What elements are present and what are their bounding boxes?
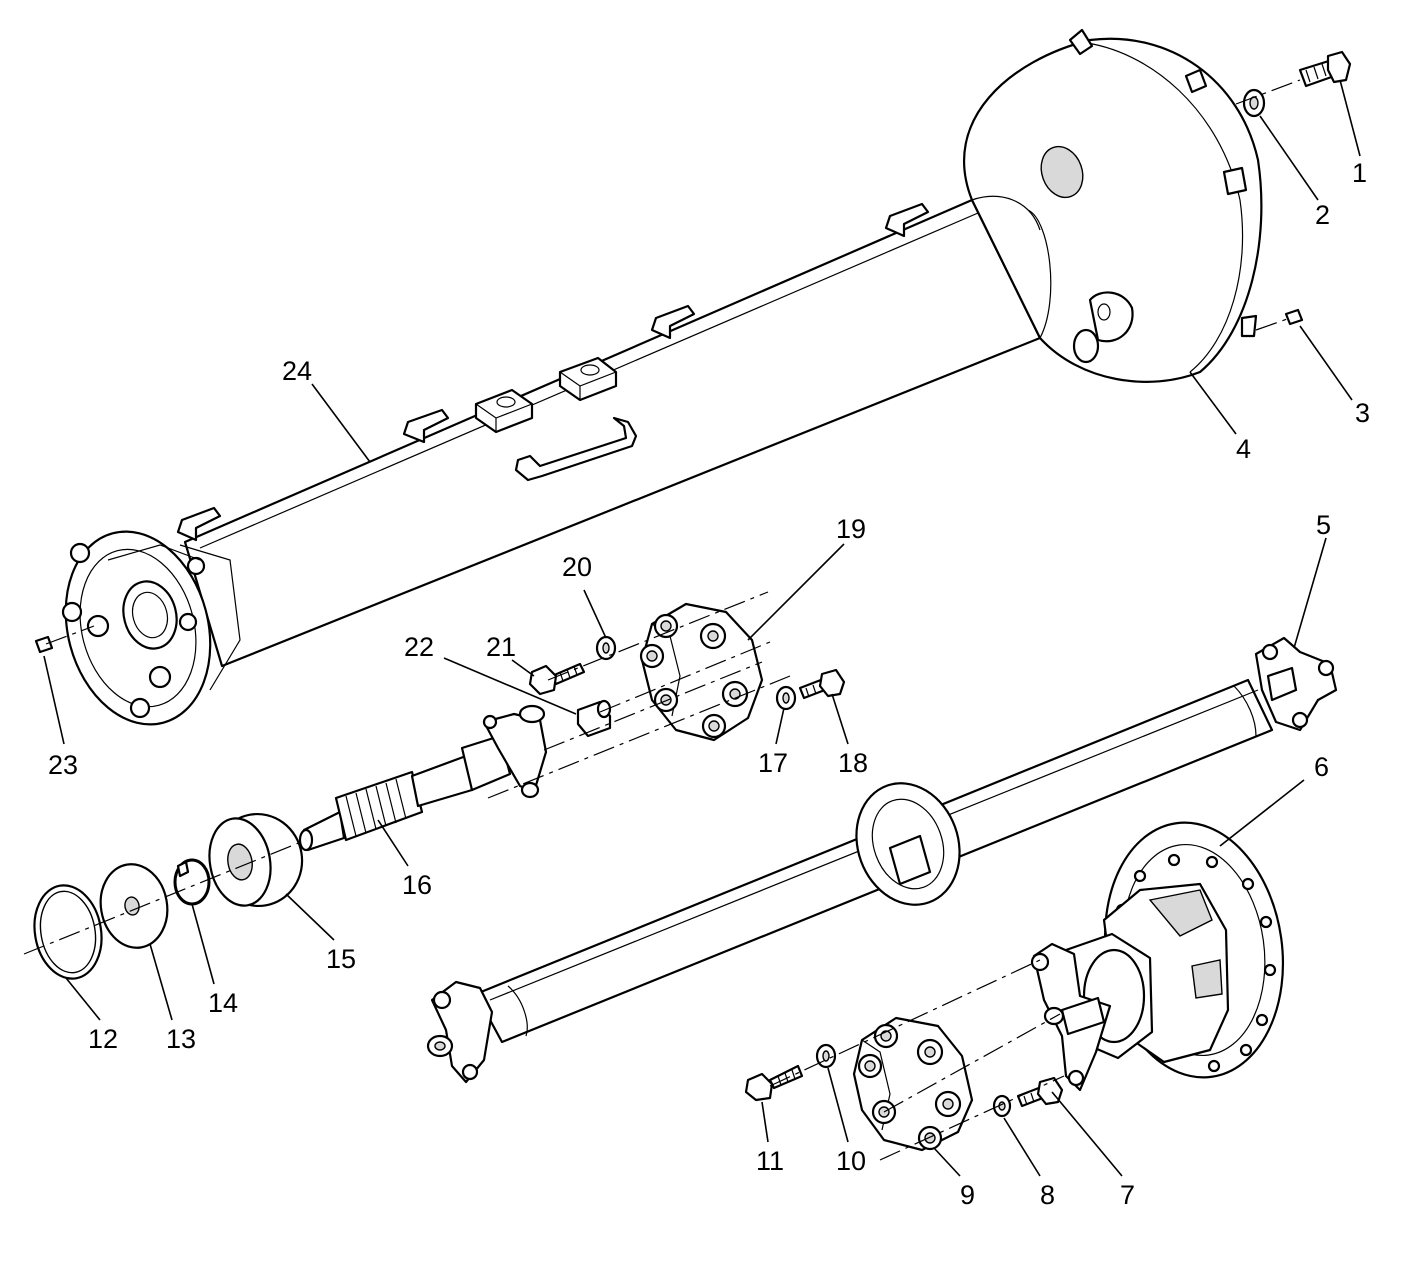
flex-coupling-19 <box>639 602 764 742</box>
washer-8 <box>992 1094 1012 1118</box>
callout-7: 7 <box>1120 1180 1135 1210</box>
callout-19: 19 <box>836 514 866 544</box>
callout-5: 5 <box>1316 510 1331 540</box>
callout-18: 18 <box>838 748 868 778</box>
callout-3: 3 <box>1355 398 1370 428</box>
shaft-front-yoke <box>426 980 494 1084</box>
callout-20: 20 <box>562 552 592 582</box>
pin-23 <box>34 635 54 654</box>
bolt-7 <box>1016 1076 1064 1108</box>
callout-15: 15 <box>326 944 356 974</box>
tube-rear-flange <box>61 530 241 726</box>
splined-shaft-16 <box>298 704 548 852</box>
callout-labels: 1 2 3 4 5 6 7 8 9 10 11 12 13 14 15 16 1… <box>48 158 1370 1210</box>
shaft-rear-yoke <box>1254 636 1338 732</box>
callout-16: 16 <box>402 870 432 900</box>
flex-coupling-9 <box>852 1016 974 1152</box>
callout-8: 8 <box>1040 1180 1055 1210</box>
callout-2: 2 <box>1315 200 1330 230</box>
callout-14: 14 <box>208 988 238 1018</box>
washer-13 <box>99 863 169 949</box>
callout-11: 11 <box>756 1146 784 1176</box>
sleeve-22 <box>576 699 612 738</box>
snap-ring-14 <box>173 858 211 906</box>
bolt-11 <box>744 1064 804 1102</box>
callout-12: 12 <box>88 1024 118 1054</box>
washer-20 <box>595 635 617 661</box>
callout-10: 10 <box>836 1146 866 1176</box>
center-bearing-ring <box>855 782 961 906</box>
callout-17: 17 <box>758 748 788 778</box>
bolt-1 <box>1298 50 1352 88</box>
washer-2 <box>1242 88 1266 118</box>
leader-lines <box>43 79 1361 1177</box>
propeller-shaft <box>426 636 1338 1084</box>
washer-10 <box>815 1043 837 1069</box>
callout-9: 9 <box>960 1180 975 1210</box>
callout-24: 24 <box>282 356 312 386</box>
mounting-blocks <box>474 356 618 434</box>
assembly-axis-lines <box>23 79 1301 1161</box>
rear-drive-flange <box>1030 821 1285 1092</box>
callout-6: 6 <box>1314 752 1329 782</box>
washer-17 <box>775 685 797 711</box>
ring-12 <box>33 884 103 980</box>
tube-bracket <box>514 416 638 482</box>
callout-13: 13 <box>166 1024 196 1054</box>
spacer-15 <box>208 812 304 908</box>
callout-4: 4 <box>1236 434 1251 464</box>
callout-1: 1 <box>1352 158 1367 188</box>
bolt-18 <box>798 668 846 700</box>
torque-tube-assembly <box>61 64 1042 726</box>
callout-21: 21 <box>486 632 516 662</box>
callout-22: 22 <box>404 632 434 662</box>
callout-23: 23 <box>48 750 78 780</box>
bell-housing <box>962 28 1263 383</box>
pin-3 <box>1284 308 1304 326</box>
